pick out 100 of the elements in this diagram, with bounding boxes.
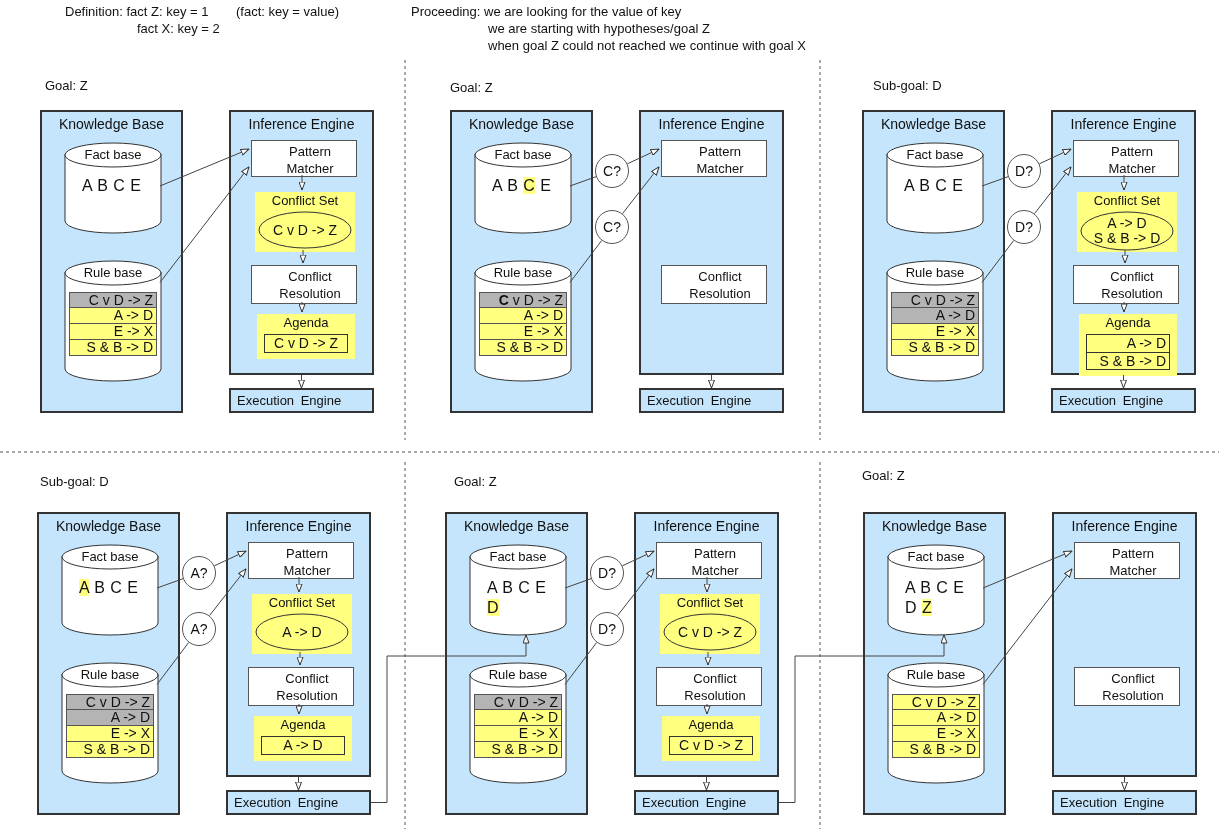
goal-label: Sub-goal: D [40,474,109,489]
query-circle [590,612,624,646]
rule-base-cylinder [64,260,162,382]
query-circle [595,210,629,244]
goal-label: Goal: Z [862,468,905,483]
arrow [982,550,1073,589]
arrow [626,148,660,165]
note-text: when goal Z could not reached we continue with goal X [488,38,806,53]
execution-engine-box [229,388,374,413]
arrow [1120,174,1128,191]
rule-row: S & B -> D [892,742,980,758]
rule-row-text: C v D -> Z [677,737,745,754]
panel-heading: Knowledge Base [462,518,571,534]
knowledge-base-panel [863,512,1006,815]
arrow [295,776,302,791]
rule-row: A -> D [474,710,562,726]
agenda-panel [254,716,352,761]
rule-row: E -> X [891,324,979,340]
arrow [1038,148,1072,165]
arrow [1121,249,1129,264]
query-label: A? [189,621,209,637]
fact-list: A B C E [904,176,968,196]
rule-row: S & B -> D [66,742,154,758]
conflict-resolution-box [656,667,762,706]
query-label: D? [597,565,617,581]
box-label: Execution Engine [237,393,342,408]
arrow [299,249,307,264]
rule-text: S & B -> D [1092,231,1162,246]
rule-row: C v D -> Z [891,292,979,308]
arrow [159,166,250,283]
fact-base-cylinder [886,142,984,234]
query-circle [1007,154,1041,188]
panel-heading: Inference Engine [652,518,761,534]
box-label: Pattern Matcher [690,545,740,579]
rule-row: C v D -> Z [892,694,980,710]
panel-heading: Inference Engine [247,116,356,132]
agenda-panel [662,716,760,761]
rule-text: C v D -> Z [676,624,744,640]
box-label: Pattern Matcher [1108,545,1158,579]
rule-row: S & B -> D [69,340,157,356]
rule-row: A -> D [892,710,980,726]
rule-row: S & B -> D [891,340,979,356]
pattern-matcher-box [1074,542,1180,579]
rule-ellipse [258,211,352,249]
arrow [295,703,303,715]
rule-row: A -> D [891,308,979,324]
panel-heading: Agenda [1104,315,1152,330]
fact-base-cylinder [64,142,162,234]
conflict-set-panel [660,594,760,654]
arrow [982,568,1073,685]
arrow [704,651,712,666]
box-label: Pattern Matcher [285,143,335,177]
panel-heading: Knowledge Base [880,518,989,534]
cylinder-heading: Fact base [493,147,553,162]
conflict-set-panel [255,192,355,252]
panel-heading: Knowledge Base [54,518,163,534]
arrow [296,651,304,666]
connector-line [569,176,597,187]
pattern-matcher-box [661,140,767,177]
panel-heading: Inference Engine [1070,518,1179,534]
note-text: Definition: fact Z: key = 1 [65,4,209,19]
pattern-matcher-box [656,542,762,579]
arrow [703,776,710,791]
box-label: Pattern Matcher [282,545,332,579]
execution-engine-box [226,790,371,815]
connector-line [564,642,598,685]
conflict-resolution-box [248,667,354,706]
connector-line [981,240,1015,283]
box-label: Execution Engine [1060,795,1165,810]
arrow [298,301,306,313]
cylinder-heading: Fact base [80,549,140,564]
arrow [295,576,303,593]
panel-heading: Knowledge Base [467,116,576,132]
conflict-set-panel [252,594,352,654]
box-label: Conflict Resolution [278,268,342,302]
panel-heading: Agenda [279,717,327,732]
arrow [213,550,247,567]
panel-heading: Conflict Set [267,595,337,610]
rule-row: S & B -> D [479,340,567,356]
box-label: Execution Engine [647,393,752,408]
agenda-panel [1079,314,1177,376]
panel-heading: Knowledge Base [57,116,166,132]
arrow [1034,166,1072,215]
knowledge-base-panel [862,110,1005,413]
connector-line [569,240,603,283]
goal-label: Sub-goal: D [873,78,942,93]
query-circle [182,556,216,590]
query-label: D? [597,621,617,637]
fact-base-cylinder [469,544,567,636]
query-circle [1007,210,1041,244]
rule-row: C v D -> Z [474,694,562,710]
cylinder-heading: Rule base [487,667,549,682]
query-label: C? [602,219,622,235]
conflict-resolution-box [661,265,767,304]
fact-list: A B C E [79,578,143,598]
rule-base-cylinder [469,662,567,784]
rule-ellipse [663,613,757,651]
agenda-box [261,736,345,755]
inference-engine-panel [634,512,779,777]
arrow [778,634,948,803]
